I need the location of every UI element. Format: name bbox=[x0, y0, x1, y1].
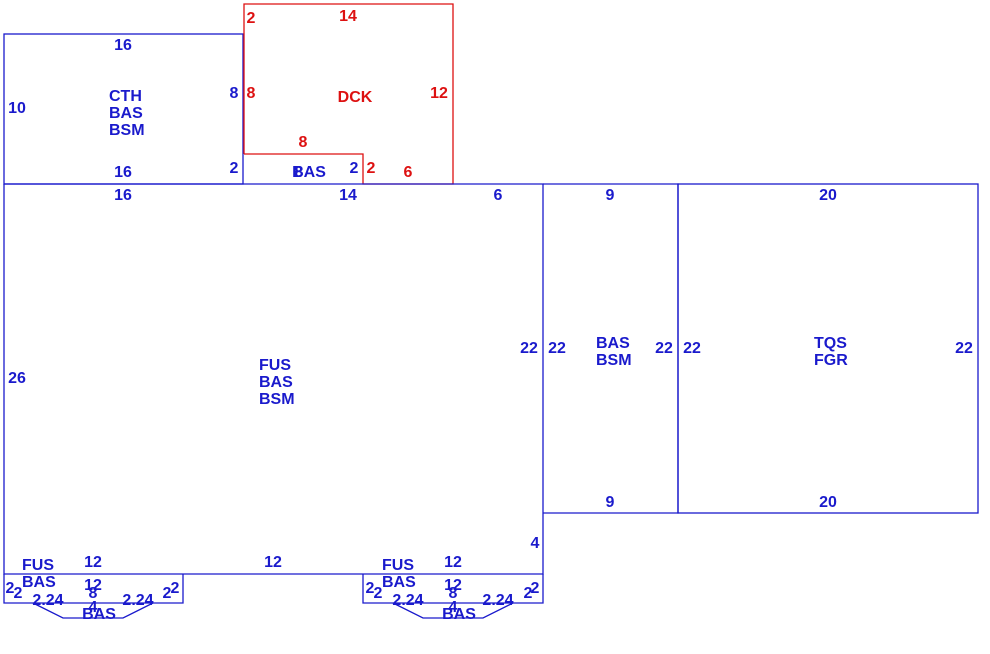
bay-right-bottom-code: BAS bbox=[442, 606, 476, 623]
mid-dim-bottom: 9 bbox=[606, 494, 615, 511]
garage-code-1: TQS bbox=[814, 335, 847, 352]
bay-right-dim-bottom: 4 bbox=[449, 599, 458, 616]
bay-left-dim-side-l2: 2 bbox=[14, 585, 23, 602]
bay-right-dim-side-l2: 2 bbox=[374, 585, 383, 602]
bay-left-dim-side-r1: 2 bbox=[163, 585, 172, 602]
bay-right-area: FUS BAS 12 2 2 2.24 8 4 2.24 2 2 BAS bbox=[362, 557, 544, 623]
main-dim-top-right: 6 bbox=[494, 187, 503, 204]
dck-dim-right-small: 2 bbox=[367, 160, 376, 177]
main-code-3: BSM bbox=[259, 391, 295, 408]
dck-dim-bottom: 6 bbox=[404, 164, 413, 181]
main-dim-bottom-right: 12 bbox=[444, 554, 462, 571]
cth-dim-top: 16 bbox=[114, 37, 132, 54]
bay-left-bump bbox=[32, 602, 154, 619]
dck-dim-top: 14 bbox=[339, 8, 357, 25]
bay-left-dim-center: 8 bbox=[89, 585, 98, 602]
main-dim-bottom-mid: 12 bbox=[264, 554, 282, 571]
garage-code-2: FGR bbox=[814, 352, 848, 369]
main-code-1: FUS bbox=[259, 357, 291, 374]
main-area: 16 14 6 26 22 4 12 12 12 FUS BAS BSM bbox=[3, 183, 544, 575]
mid-code-2: BSM bbox=[596, 352, 632, 369]
bay-left-code-2: BAS bbox=[22, 574, 56, 591]
bay-left-outline bbox=[3, 574, 184, 604]
cth-dim-bottom: 16 bbox=[114, 164, 132, 181]
garage-area: 20 22 22 20 TQS FGR bbox=[677, 183, 979, 514]
bay-right-code-1: FUS bbox=[382, 557, 414, 574]
dck-dim-right: 12 bbox=[430, 85, 448, 102]
bay-right-code-2: BAS bbox=[382, 574, 416, 591]
bay-right-dim-diag-l: 2.24 bbox=[392, 592, 423, 609]
porch-area: 8 BAS 2 bbox=[292, 160, 358, 181]
bay-right-dim-top: 12 bbox=[444, 577, 462, 594]
bay-right-dim-side-r1: 2 bbox=[524, 585, 533, 602]
main-dim-right: 22 bbox=[520, 340, 538, 357]
mid-dim-top: 9 bbox=[606, 187, 615, 204]
main-dim-bottom-left: 12 bbox=[84, 554, 102, 571]
garage-outline bbox=[677, 183, 979, 514]
main-dim-top-left: 16 bbox=[114, 187, 132, 204]
porch-code: BAS bbox=[292, 164, 326, 181]
bay-right-bump bbox=[392, 602, 514, 619]
dck-dim-top-left: 2 bbox=[247, 10, 256, 27]
bay-right-dim-side-l1: 2 bbox=[366, 580, 375, 597]
bay-left-area: FUS BAS 12 2 2 2.24 8 4 2.24 2 2 BAS bbox=[3, 557, 184, 623]
porch-dim-right: 2 bbox=[350, 160, 359, 177]
cth-code-2: BAS bbox=[109, 105, 143, 122]
mid-dim-left: 22 bbox=[548, 340, 566, 357]
bay-right-dim-center: 8 bbox=[449, 585, 458, 602]
bay-left-dim-side-r2: 2 bbox=[171, 580, 180, 597]
main-dim-top-mid: 14 bbox=[339, 187, 357, 204]
bay-left-dim-diag-l: 2.24 bbox=[32, 592, 63, 609]
bay-right-dim-side-r2: 2 bbox=[531, 580, 540, 597]
dck-area: 2 14 8 12 8 2 6 DCK bbox=[243, 3, 454, 185]
mid-area: 9 22 22 9 BAS BSM bbox=[543, 183, 679, 514]
bay-left-dim-side-l1: 2 bbox=[6, 580, 15, 597]
bay-left-dim-top: 12 bbox=[84, 577, 102, 594]
bay-right-outline bbox=[362, 574, 544, 604]
cth-dim-right: 8 bbox=[230, 85, 239, 102]
garage-dim-top: 20 bbox=[819, 187, 837, 204]
porch-dim-label: 8 bbox=[295, 164, 304, 181]
bay-left-dim-diag-r: 2.24 bbox=[122, 592, 153, 609]
cth-area: 16 10 8 16 2 CTH BAS BSM bbox=[3, 33, 244, 185]
cth-dim-left: 10 bbox=[8, 100, 26, 117]
main-code-2: BAS bbox=[259, 374, 293, 391]
bay-left-bottom-code: BAS bbox=[82, 606, 116, 623]
cth-code-1: CTH bbox=[109, 88, 142, 105]
mid-dim-right: 22 bbox=[655, 340, 673, 357]
dck-dim-inner: 8 bbox=[299, 134, 308, 151]
mid-code-1: BAS bbox=[596, 335, 630, 352]
bay-left-dim-bottom: 4 bbox=[89, 599, 98, 616]
main-dim-left: 26 bbox=[8, 370, 26, 387]
garage-dim-left: 22 bbox=[683, 340, 701, 357]
garage-dim-bottom: 20 bbox=[819, 494, 837, 511]
dck-code: DCK bbox=[338, 89, 373, 106]
dck-dim-left: 8 bbox=[247, 85, 256, 102]
cth-dim-small: 2 bbox=[230, 160, 239, 177]
main-dim-right-small: 4 bbox=[531, 535, 540, 552]
garage-dim-right: 22 bbox=[955, 340, 973, 357]
bay-left-code-1: FUS bbox=[22, 557, 54, 574]
bay-right-dim-diag-r: 2.24 bbox=[482, 592, 513, 609]
cth-code-3: BSM bbox=[109, 122, 145, 139]
